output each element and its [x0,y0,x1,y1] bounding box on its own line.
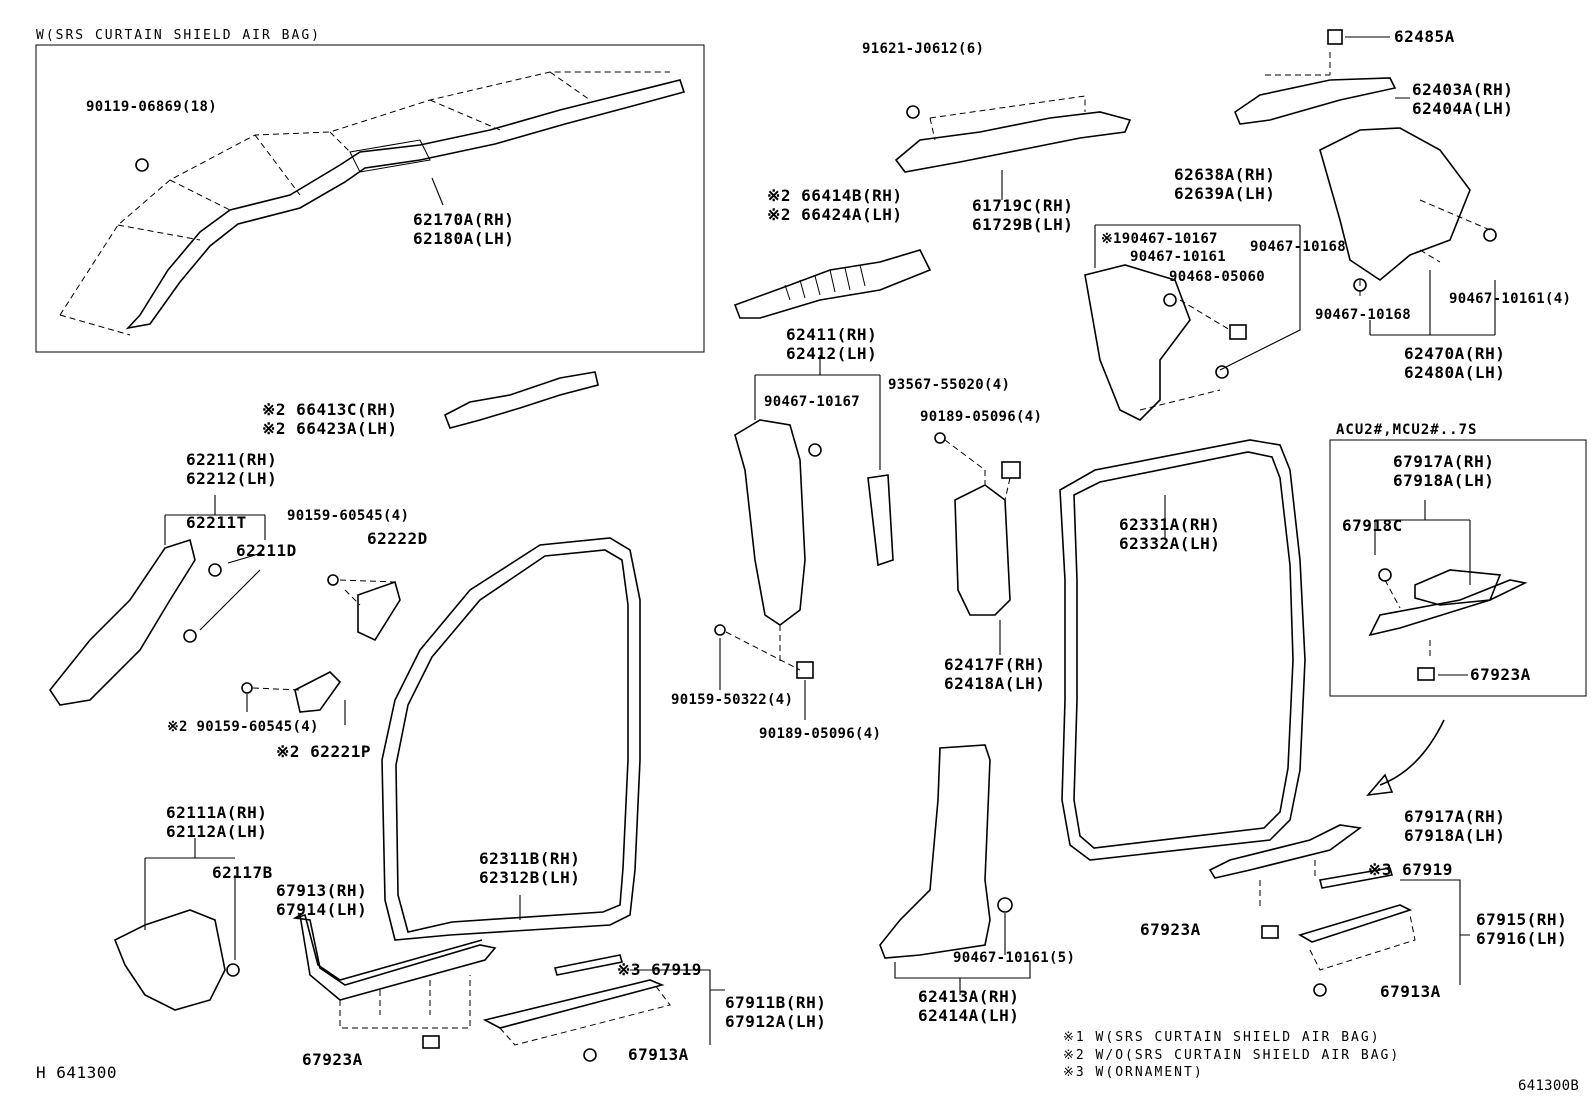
label-62485: 62485A [1394,27,1455,46]
label-90189b: 90189-05096(4) [759,726,882,742]
sill-67913-part [292,913,497,1049]
footnote-2: ※2 W/O(SRS CURTAIN SHIELD AIR BAG) [1063,1048,1401,1063]
label-67918C: 67918C [1342,516,1403,535]
label-62117B: 62117B [212,863,273,882]
footnote-1: ※1 W(SRS CURTAIN SHIELD AIR BAG) [1063,1030,1381,1045]
label-90467g: 90467-10161(5) [953,950,1076,966]
footnote-3: ※3 W(ORNAMENT) [1063,1065,1204,1080]
bracket-66414-part [733,249,932,319]
rear-step-cover-part [1208,824,1470,997]
figure-code-left: H 641300 [36,1063,118,1082]
label-62403: 62403A(RH) 62404A(LH) [1412,80,1514,118]
kick-panel-62111-part [113,838,240,1011]
label-67917b: 67917A(RH) 67918A(LH) [1404,807,1506,845]
label-62470: 62470A(RH) 62480A(LH) [1404,344,1506,382]
label-62170: 62170A(RH) 62180A(LH) [413,210,515,248]
label-62221P: ※2 62221P [276,742,371,761]
bracket-66413-part [443,371,599,429]
a-pillar-trim-62211-part [49,495,266,706]
label-67923c: 67923A [1140,920,1201,939]
scuff-plate-67911-part [482,954,725,1062]
label-62211: 62211(RH) 62212(LH) [186,450,278,488]
label-62211T: 62211T [186,513,247,532]
curtain-airbag-part [59,71,686,336]
airbag-box-header: W(SRS CURTAIN SHIELD AIR BAG) [36,28,321,43]
label-67923a: 67923A [1470,665,1531,684]
label-62222D: 62222D [367,529,428,548]
label-93567: 93567-55020(4) [888,377,1011,393]
label-90468: 90468-05060 [1169,269,1266,285]
label-90467b: 90467-10161 [1130,249,1227,265]
front-weatherstrip-62311-part [381,537,641,941]
direction-arrow [1366,719,1445,797]
label-90159c: 90159-50322(4) [671,692,794,708]
label-62413: 62413A(RH) 62414A(LH) [918,987,1020,1025]
label-90159b: ※2 90159-60545(4) [167,719,319,735]
figure-code-right: 641300B [1518,1078,1580,1094]
inset-step-cover-part [1368,500,1528,681]
brackets-62222-part [241,574,401,725]
step-box-header: ACU2#,MCU2#..7S [1336,422,1478,438]
lower-pillar-62413-part [879,744,1031,995]
label-90467c: 90467-10168 [1250,239,1347,255]
rear-weatherstrip-62331-part [1059,439,1306,861]
label-66413: ※2 66413C(RH) ※2 66423A(LH) [262,400,398,438]
label-62417: 62417F(RH) 62418A(LH) [944,655,1046,693]
label-90467f: 90467-10167 [764,394,861,410]
label-67919b: ※3 67919 [1368,860,1453,879]
label-67923b: 67923A [302,1050,363,1069]
label-62211D: 62211D [236,541,297,560]
label-62111: 62111A(RH) 62112A(LH) [166,803,268,841]
label-90467a: ※190467-10167 [1101,231,1218,247]
label-90467e: 90467-10161(4) [1449,291,1572,307]
label-67915: 67915(RH) 67916(LH) [1476,910,1568,948]
label-90119: 90119-06869(18) [86,99,217,115]
label-67913: 67913(RH) 67914(LH) [276,881,368,919]
label-67917a: 67917A(RH) 67918A(LH) [1393,452,1495,490]
label-90189a: 90189-05096(4) [920,409,1043,425]
label-90467d: 90467-10168 [1315,307,1412,323]
quarter-trim-62470-part [1319,127,1497,336]
label-67913A2: 67913A [1380,982,1441,1001]
label-61719: 61719C(RH) 61729B(LH) [972,196,1074,234]
label-67911: 67911B(RH) 67912A(LH) [725,993,827,1031]
pillar-trim-62638-part [1084,224,1301,421]
airbag-frame [35,44,705,353]
label-90159a: 90159-60545(4) [287,508,410,524]
label-91621: 91621-J0612(6) [862,41,985,57]
center-pillar-62411-part [714,355,894,720]
label-67913A: 67913A [628,1045,689,1064]
label-67919a: ※3 67919 [617,960,702,979]
rail-61719-part [894,95,1132,200]
label-62331: 62331A(RH) 62332A(LH) [1119,515,1221,553]
label-62311: 62311B(RH) 62312B(LH) [479,849,581,887]
belt-cover-62417-part [934,432,1021,655]
step-cover-frame [1329,439,1587,697]
label-62411: 62411(RH) 62412(LH) [786,325,878,363]
label-66414: ※2 66414B(RH) ※2 66424A(LH) [767,186,903,224]
bracket-62403-part [1234,29,1410,125]
label-62638: 62638A(RH) 62639A(LH) [1174,165,1276,203]
